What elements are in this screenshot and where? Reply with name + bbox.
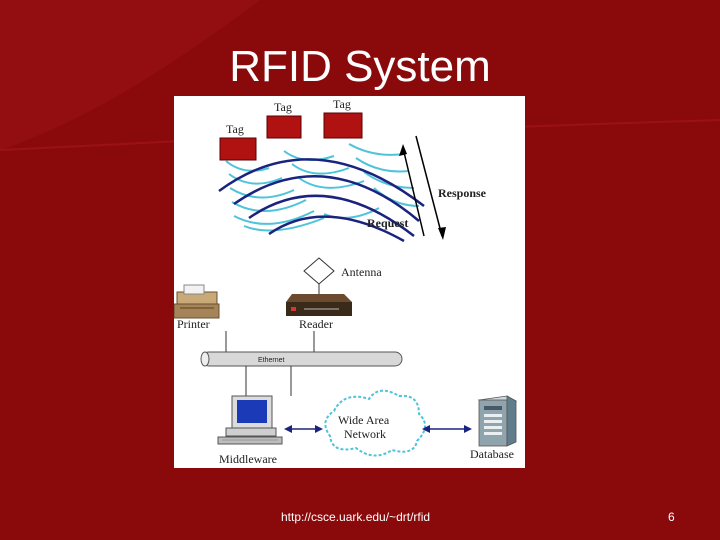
tag-right: Tag (323, 97, 363, 139)
rfid-diagram: Tag Tag Tag (174, 96, 525, 468)
request-label: Request (367, 216, 408, 230)
ethernet-label: Ethernet (258, 357, 285, 364)
middleware-computer-icon (217, 395, 283, 445)
network-database-arrow (422, 425, 472, 433)
middleware-network-arrow (284, 425, 323, 433)
response-arrow (415, 135, 446, 240)
ethernet-bus: Ethernet (200, 351, 403, 367)
antenna-label: Antenna (341, 265, 382, 279)
tag-right-label: Tag (333, 97, 351, 111)
antenna-icon (303, 257, 335, 294)
page-number: 6 (668, 510, 675, 524)
reader-icon (286, 294, 352, 316)
tag-left: Tag (219, 122, 257, 161)
network-label-line2: Network (344, 427, 386, 441)
wide-area-network-cloud: Wide Area Network (324, 389, 426, 457)
reader-label: Reader (299, 317, 333, 331)
database-server-icon (477, 395, 518, 447)
middleware-label: Middleware (219, 452, 277, 466)
tag-middle-label: Tag (274, 100, 292, 114)
slide-title: RFID System (229, 42, 491, 91)
request-arrow (399, 144, 425, 237)
tag-left-label: Tag (226, 122, 244, 136)
database-label: Database (470, 447, 514, 461)
printer-icon (174, 284, 220, 319)
tag-middle: Tag (266, 100, 302, 139)
printer-label: Printer (177, 317, 210, 331)
response-label: Response (438, 186, 487, 200)
network-label-line1: Wide Area (338, 413, 390, 427)
footer-url: http://csce.uark.edu/~drt/rfid (281, 510, 431, 524)
request-waves (218, 158, 425, 243)
